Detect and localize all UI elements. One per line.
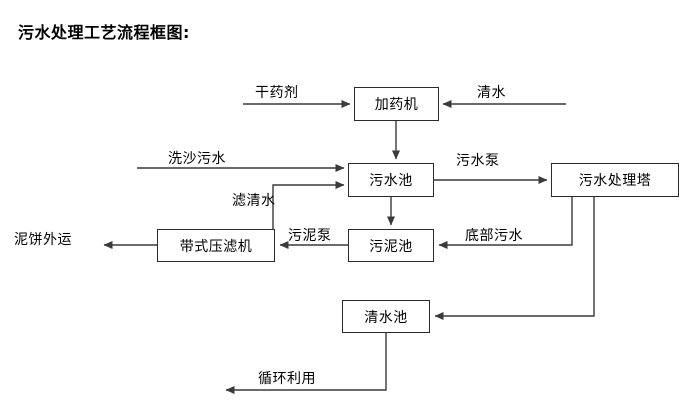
node-sewage-pool[interactable]: 污水池 xyxy=(348,163,434,197)
edge-label-sludge-pump: 污泥泵 xyxy=(288,228,332,244)
edge-tower-to-sludge-pool xyxy=(438,197,573,249)
edge-label-bottom-sewage: 底部污水 xyxy=(465,228,523,244)
node-clear-water-pool[interactable]: 清水池 xyxy=(342,300,430,333)
edge-label-sewage-pump: 污水泵 xyxy=(456,153,500,169)
node-label: 清水池 xyxy=(364,309,408,326)
edge-label-recycle-reuse: 循环利用 xyxy=(258,371,316,387)
edge-filtered-water-to-sewage-pool xyxy=(272,181,345,229)
node-dosing-machine[interactable]: 加药机 xyxy=(354,87,439,121)
edge-label-filtered-water: 滤清水 xyxy=(232,193,276,209)
page-title: 污水处理工艺流程框图: xyxy=(18,23,190,42)
node-label: 污水处理塔 xyxy=(578,173,652,189)
node-label: 加药机 xyxy=(374,97,419,113)
node-belt-filter-press[interactable]: 带式压滤机 xyxy=(157,229,275,262)
node-treatment-tower[interactable]: 污水处理塔 xyxy=(551,163,679,197)
node-label: 污水池 xyxy=(369,173,413,189)
terminal-clean-water: 清水 xyxy=(477,85,506,101)
edge-clear-water-recycle xyxy=(225,333,387,394)
terminal-mud-cake-out: 泥饼外运 xyxy=(14,232,72,248)
edge-label-sand-wash-sewage: 洗沙污水 xyxy=(168,151,226,167)
node-label: 污泥池 xyxy=(369,238,413,255)
terminal-dry-reagent: 干药剂 xyxy=(255,85,299,101)
node-label: 带式压滤机 xyxy=(179,238,253,255)
node-sludge-pool[interactable]: 污泥池 xyxy=(348,229,434,262)
edge-tower-to-clear-water-pool xyxy=(434,197,595,320)
